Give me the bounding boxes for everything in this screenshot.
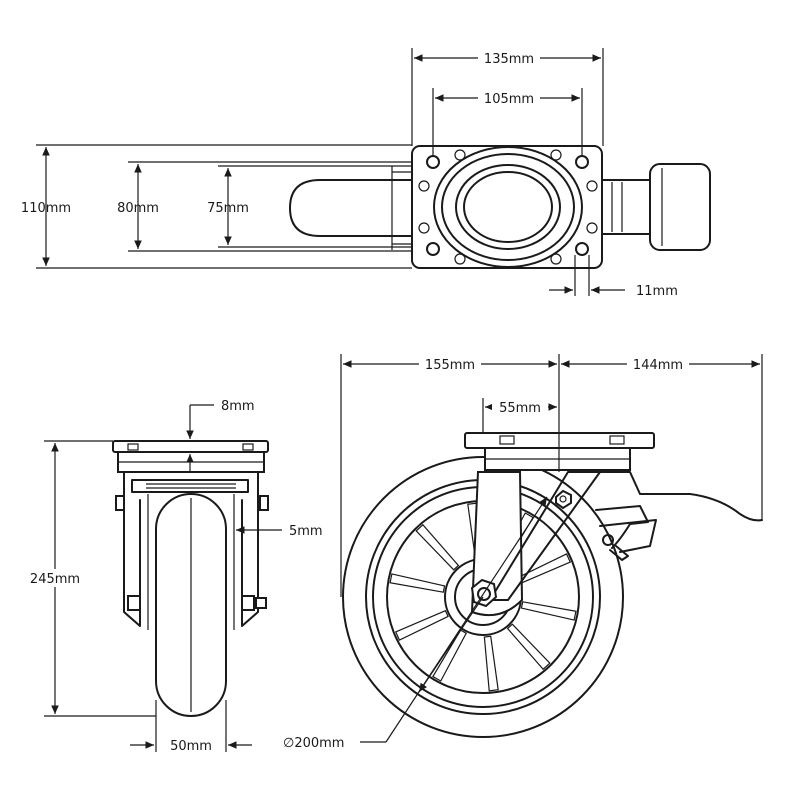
wheel-spoke — [483, 635, 499, 692]
mounting-holes — [418, 149, 598, 265]
dim-55: 55mm — [499, 401, 541, 416]
dim-5: 5mm — [289, 524, 323, 539]
wheel-spoke — [389, 573, 446, 593]
wheel-spoke — [394, 609, 449, 641]
dim-144: 144mm — [633, 358, 683, 373]
dim-50: 50mm — [170, 739, 212, 754]
top-wheel — [649, 163, 711, 251]
dim-110: 110mm — [21, 201, 71, 216]
top-view-dimensions: 135mm 105mm 110mm 80mm 75mm 11mm — [21, 48, 678, 299]
top-view — [289, 145, 711, 269]
wheel-spoke — [415, 523, 460, 571]
front-view — [112, 440, 269, 717]
dim-75: 75mm — [207, 201, 249, 216]
dim-8: 8mm — [221, 399, 255, 414]
dim-245: 245mm — [30, 572, 80, 587]
wheel-spoke — [520, 601, 577, 621]
side-view-dimensions: 155mm 144mm 55mm ∅200mm — [283, 354, 763, 751]
brake-pedal — [289, 179, 413, 237]
dim-105: 105mm — [484, 92, 534, 107]
dim-200: ∅200mm — [283, 736, 344, 751]
dim-155: 155mm — [425, 358, 475, 373]
dim-135: 135mm — [484, 52, 534, 67]
wheel-spoke — [506, 623, 551, 671]
dim-11: 11mm — [636, 284, 678, 299]
side-view — [342, 432, 763, 738]
wheel-spoke — [432, 629, 467, 682]
front-view-dimensions: 8mm 245mm 5mm 50mm — [24, 399, 323, 754]
dim-80: 80mm — [117, 201, 159, 216]
front-fork — [123, 471, 259, 627]
top-wheel-stub — [601, 179, 651, 235]
brake-lever — [599, 471, 763, 522]
